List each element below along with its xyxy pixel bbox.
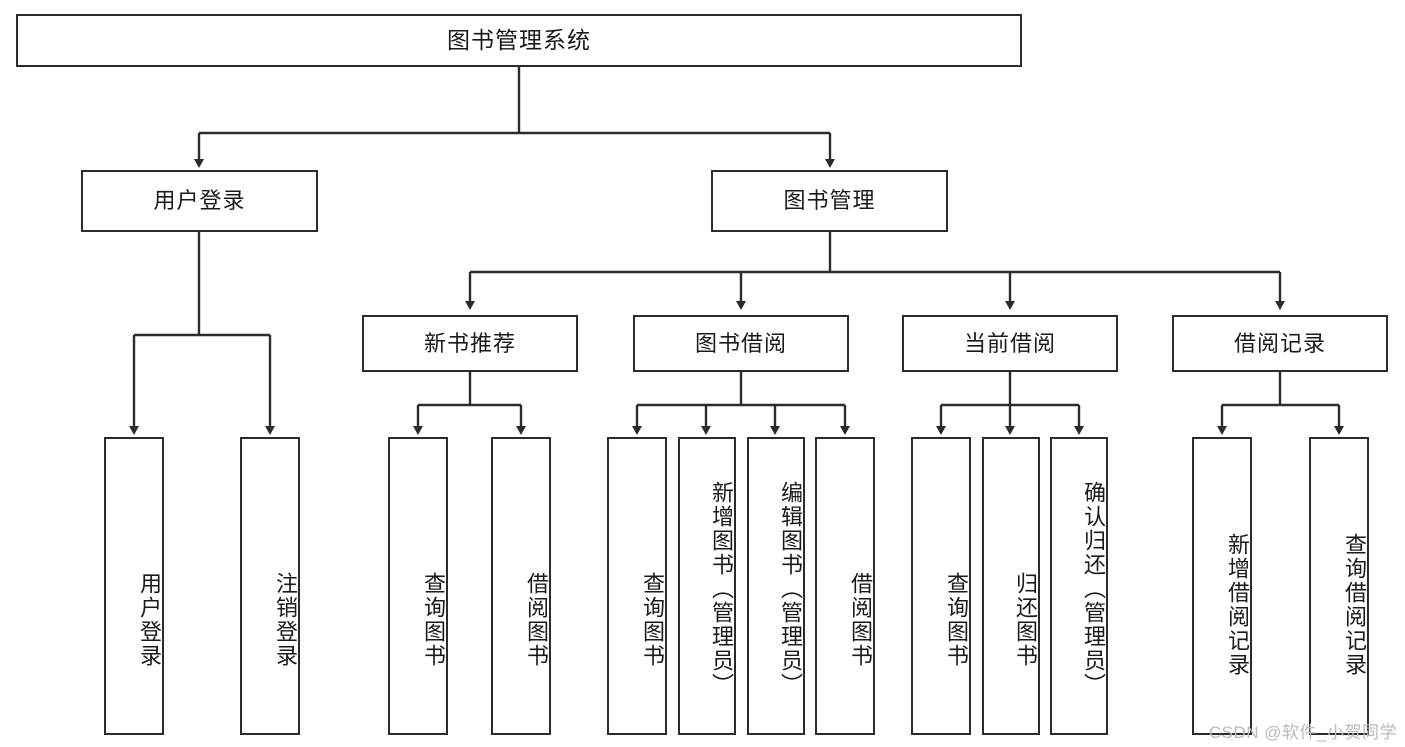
node-user-login[interactable]: 用户登录 [81, 170, 318, 232]
node-root-system[interactable]: 图书管理系统 [16, 14, 1022, 67]
node-book-management[interactable]: 图书管理 [711, 170, 948, 232]
node-label: 借阅记录 [1233, 330, 1326, 356]
node-label: 图书管理系统 [447, 26, 591, 53]
leaf-user-login[interactable]: 用户登录 [104, 437, 164, 735]
leaf-query-book-borrow[interactable]: 查询图书 [607, 437, 667, 735]
csdn-watermark: CSDN @软件_小贺同学 [1208, 723, 1397, 742]
node-label: 用户登录 [137, 572, 162, 668]
node-label: 编辑图书（管理员） [778, 481, 803, 697]
leaf-borrow-book[interactable]: 借阅图书 [815, 437, 875, 735]
node-label: 新书推荐 [423, 330, 516, 356]
leaf-borrow-book-recommend[interactable]: 借阅图书 [491, 437, 551, 735]
node-label: 新增图书（管理员） [709, 481, 734, 697]
node-label: 注销登录 [273, 572, 298, 668]
leaf-confirm-return-admin[interactable]: 确认归还（管理员） [1050, 437, 1108, 735]
leaf-query-book-current[interactable]: 查询图书 [911, 437, 971, 735]
node-label: 借阅图书 [524, 572, 549, 668]
leaf-return-book[interactable]: 归还图书 [982, 437, 1040, 735]
node-label: 归还图书 [1013, 572, 1038, 668]
node-label: 图书借阅 [694, 330, 787, 356]
node-book-borrow[interactable]: 图书借阅 [633, 315, 849, 372]
leaf-query-book-recommend[interactable]: 查询图书 [388, 437, 448, 735]
leaf-logout-login[interactable]: 注销登录 [240, 437, 300, 735]
node-label: 确认归还（管理员） [1081, 481, 1106, 697]
leaf-add-book-admin[interactable]: 新增图书（管理员） [678, 437, 736, 735]
node-label: 当前借阅 [963, 330, 1056, 356]
leaf-edit-book-admin[interactable]: 编辑图书（管理员） [747, 437, 805, 735]
node-label: 新增借阅记录 [1225, 533, 1250, 677]
node-label: 查询图书 [640, 572, 665, 668]
node-label: 查询图书 [421, 572, 446, 668]
node-borrow-record[interactable]: 借阅记录 [1172, 315, 1388, 372]
node-label: 图书管理 [783, 188, 876, 214]
leaf-add-borrow-record[interactable]: 新增借阅记录 [1192, 437, 1252, 735]
node-label: 查询借阅记录 [1342, 533, 1367, 677]
node-new-book-recommend[interactable]: 新书推荐 [362, 315, 578, 372]
node-label: 用户登录 [153, 188, 246, 214]
node-label: 借阅图书 [848, 572, 873, 668]
node-current-borrow[interactable]: 当前借阅 [902, 315, 1118, 372]
node-label: 查询图书 [944, 572, 969, 668]
leaf-query-borrow-record[interactable]: 查询借阅记录 [1309, 437, 1369, 735]
